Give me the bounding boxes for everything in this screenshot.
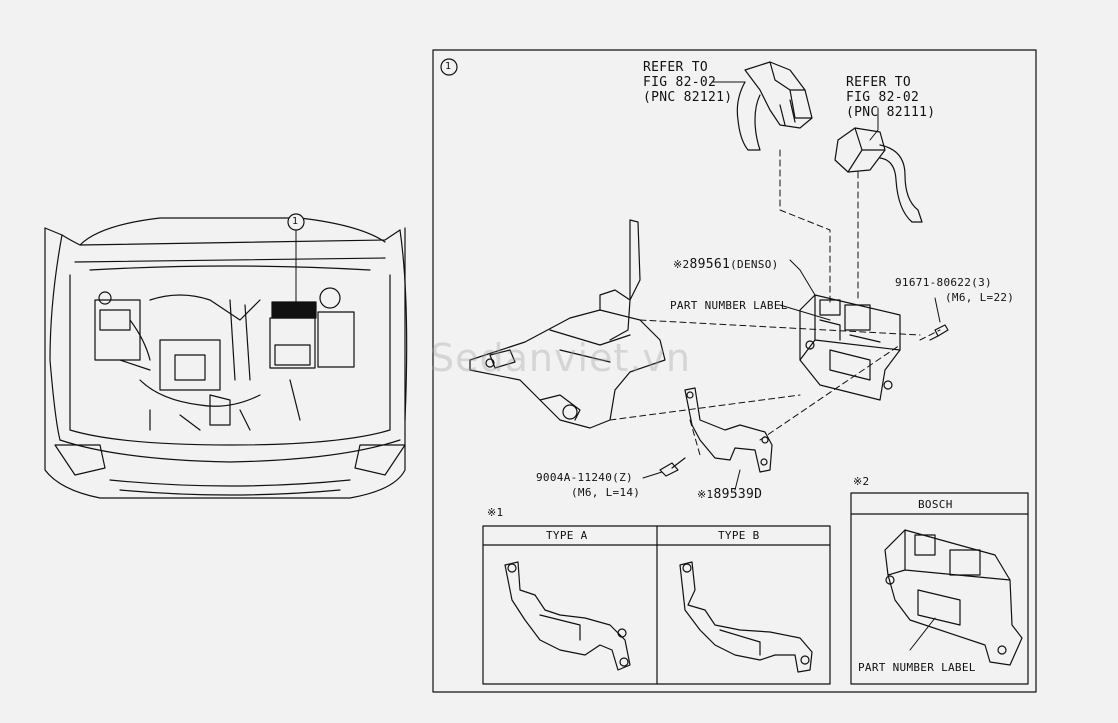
part-89561-number: 89561 [689,257,731,272]
bolt-91671-line1: 91671-80622(3) [895,276,992,289]
bolt-9004a [659,457,686,477]
callout-circle-detail [440,58,458,76]
watermark-text: Sedanviet.vn [430,336,691,380]
type-a-heading: TYPE A [546,529,588,542]
part-89539d-label: ※189539D [697,487,762,502]
callout-circle-left [287,213,305,231]
inset-types-marker: ※1 [487,506,504,519]
part-89561-label: ※289561(DENSO) [673,257,779,272]
type-b-heading: TYPE B [718,529,760,542]
bolt-9004a-line2: (M6, L=14) [571,486,641,499]
bolt-91671-line2: (M6, L=22) [945,291,1015,304]
bracket-assembly [469,219,666,429]
bracket-type-b [679,561,813,673]
part-89561-prefix: ※2 [673,258,690,271]
connector-82121 [736,61,813,151]
detail-frame [432,49,1037,693]
part-89539d-prefix: ※1 [697,488,714,501]
bolt-9004a-line1: 9004A-11240(Z) [536,471,633,484]
refer-82111-line1: REFER TO [846,75,912,90]
inset-bosch-marker: ※2 [853,475,870,488]
part-number-label-main: PART NUMBER LABEL [670,299,788,312]
ecu-bosch [884,529,1023,666]
refer-82121-line1: REFER TO [643,60,709,75]
refer-82111-line2: FIG 82-02 [846,90,920,105]
callout-number-detail: 1 [445,61,452,72]
bracket-89539d [684,387,773,473]
connector-82111 [834,127,923,223]
refer-82121-line3: (PNC 82121) [643,90,733,105]
bosch-part-number-label: PART NUMBER LABEL [858,661,976,674]
inset-bosch-frame [850,492,1029,685]
bolt-91671 [929,324,949,341]
callout-number-left: 1 [292,216,299,227]
vehicle-engine-bay-illustration [44,217,408,499]
ecu-denso-89561 [799,294,901,401]
part-89539d-number: 89539D [713,487,763,502]
bracket-type-a [504,561,631,671]
bosch-heading: BOSCH [918,498,953,511]
refer-82111-line3: (PNC 82111) [846,105,936,120]
part-89561-suffix: (DENSO) [730,258,779,271]
refer-82121-line2: FIG 82-02 [643,75,717,90]
